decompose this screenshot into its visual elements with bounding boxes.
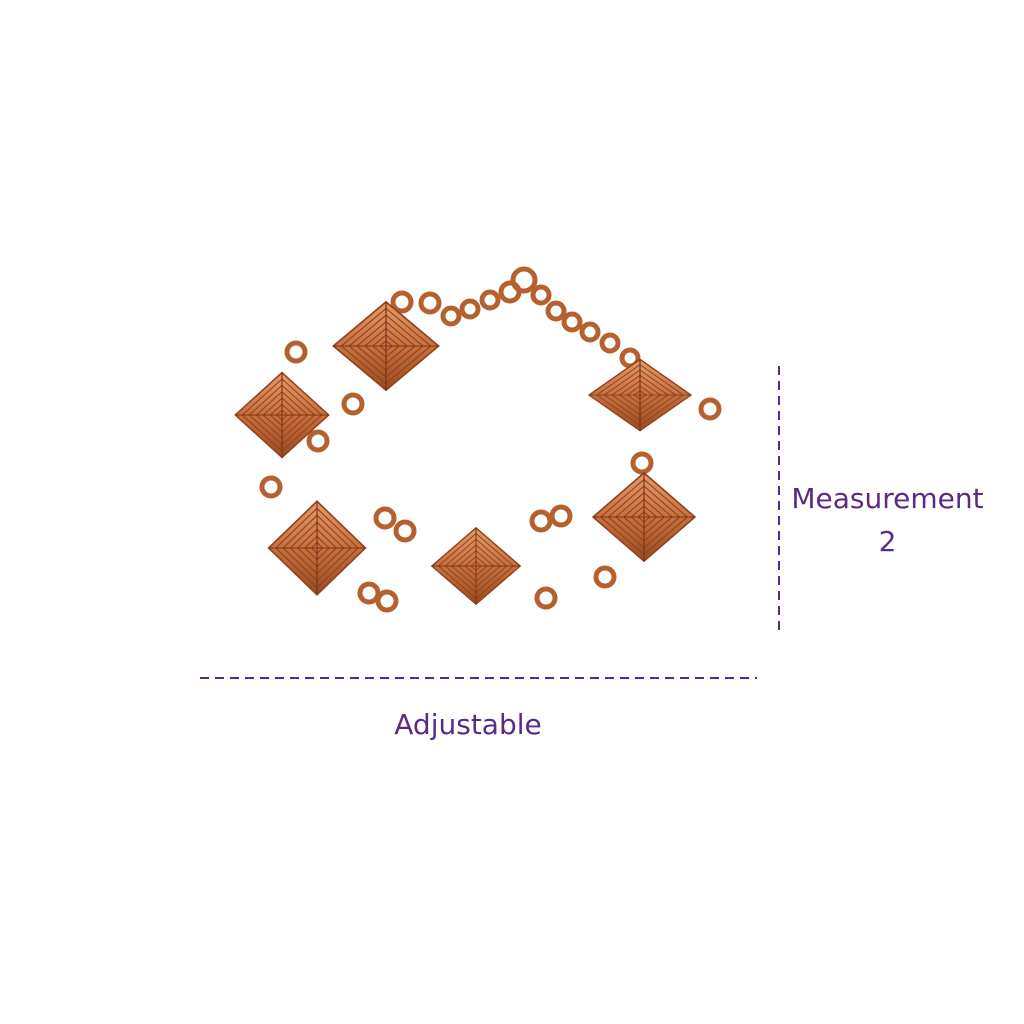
bracelet-tile-1 [332,300,440,392]
bracelet-tile-5 [592,471,696,563]
bracelet-tile-3 [267,500,367,596]
bracelet-chain [259,266,722,613]
bracelet-tile-6 [588,358,692,432]
bracelet-tile-2 [234,371,330,459]
height-label-line-1: Measurement [791,482,984,515]
bracelet-tile-4 [431,527,521,605]
width-label: Adjustable [394,708,542,741]
height-label-line-2: 2 [878,525,897,559]
height-label: Measurement 2 [780,477,995,564]
